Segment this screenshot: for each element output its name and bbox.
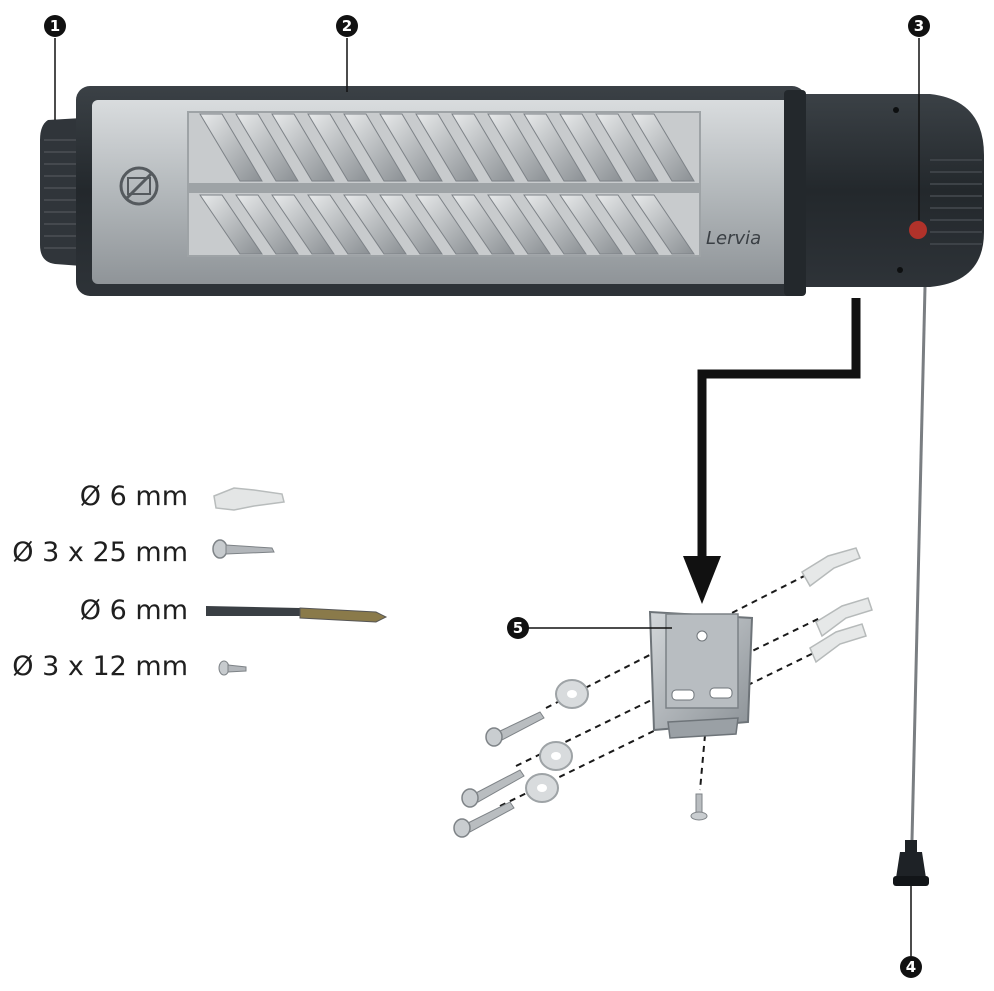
long-screw-middle	[461, 769, 525, 808]
washer-bottom	[525, 773, 559, 803]
drill-bit-icon	[206, 606, 388, 623]
long-screw-icon	[212, 539, 275, 559]
wall-plug-middle	[815, 597, 873, 638]
drill-bit-label: Ø 6 mm	[79, 595, 188, 626]
heater-brand-label: Lervia	[706, 228, 761, 249]
callout-2-number: 2	[342, 17, 352, 35]
long-screw-label: Ø 3 x 25 mm	[12, 537, 188, 568]
callout-4-number: 4	[906, 958, 916, 976]
callout-1: 1	[44, 15, 66, 120]
callout-1-number: 1	[50, 17, 60, 35]
wall-plug-top	[800, 547, 861, 588]
heater-grille	[199, 113, 695, 255]
heater-main-body: Lervia	[76, 86, 806, 296]
pull-cord-handle	[893, 840, 929, 886]
heater-left-knob	[40, 118, 82, 266]
wall-plug-bottom	[809, 623, 867, 664]
callout-4: 4	[900, 886, 922, 978]
bracket-assembly	[453, 547, 873, 838]
heater: Lervia	[40, 86, 984, 296]
callout-2: 2	[336, 15, 358, 92]
callout-5: 5	[507, 617, 672, 639]
washer-top	[555, 679, 589, 709]
power-indicator-light	[909, 221, 927, 239]
do-not-cover-icon	[119, 166, 159, 206]
short-screw-icon	[218, 660, 247, 676]
hardware-legend-icons	[206, 487, 388, 676]
wall-plug-icon	[213, 487, 285, 511]
wall-bracket	[648, 610, 754, 739]
mounting-direction-arrow	[683, 298, 861, 604]
washer-middle	[539, 741, 573, 771]
wall-plug-label: Ø 6 mm	[79, 481, 188, 512]
short-screw-bracket	[690, 793, 708, 821]
long-screw-bottom	[453, 801, 515, 838]
heater-control-housing	[784, 90, 984, 296]
callout-5-number: 5	[513, 619, 523, 637]
long-screw-top	[485, 711, 545, 747]
short-screw-label: Ø 3 x 12 mm	[12, 651, 188, 682]
pull-cord	[893, 286, 929, 886]
callout-3: 3	[908, 15, 930, 220]
callout-3-number: 3	[914, 17, 924, 35]
